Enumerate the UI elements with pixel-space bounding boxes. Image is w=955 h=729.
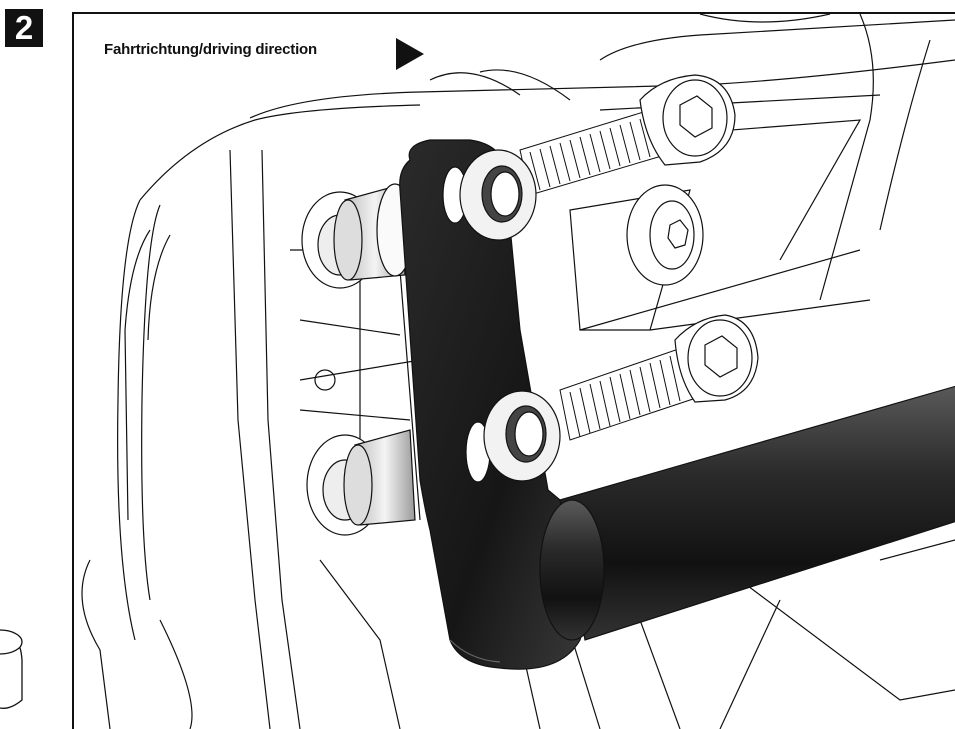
driving-direction-label: Fahrtrichtung/driving direction — [104, 41, 317, 58]
triangle-right-icon — [396, 38, 424, 70]
step-number-badge: 2 — [5, 9, 43, 47]
previous-step-washer-fragment — [0, 629, 23, 709]
